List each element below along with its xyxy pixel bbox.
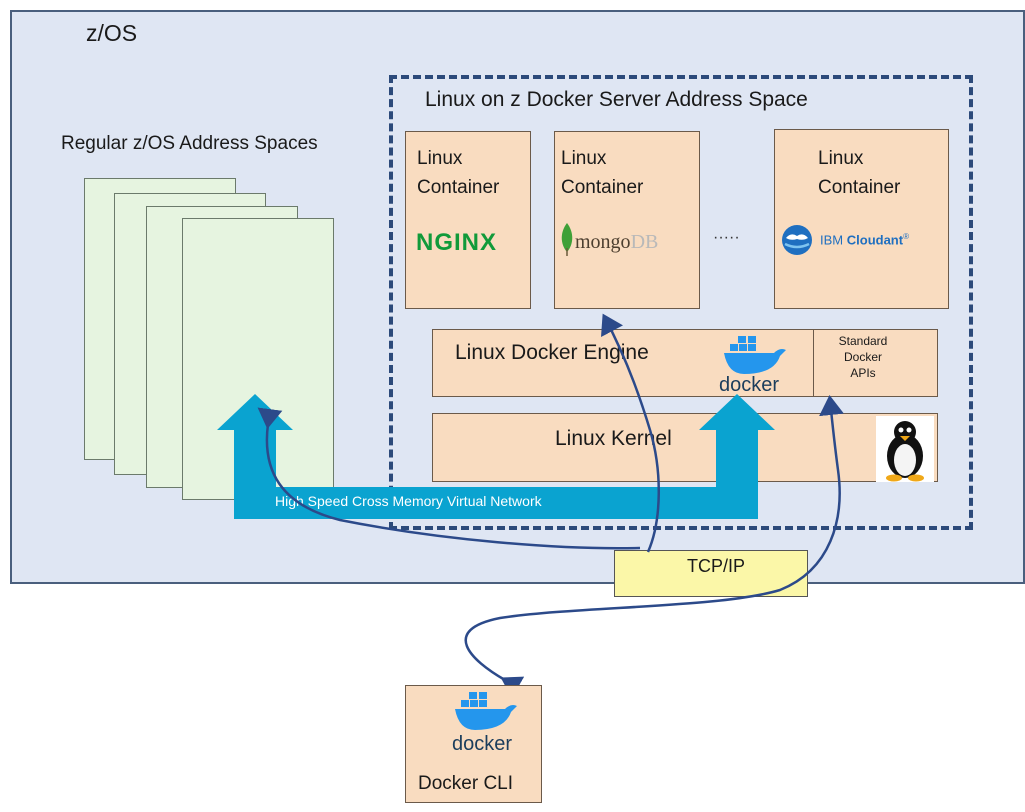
mongodb-logo-suffix: DB: [630, 231, 659, 253]
linux-container-nginx: [405, 131, 531, 309]
linux-docker-engine-label: Linux Docker Engine: [455, 341, 649, 364]
connector-zos-to-tcpip: [257, 407, 641, 550]
cloudant-logo-product: Cloudant: [846, 232, 904, 248]
container-label: Linux Container: [561, 144, 643, 202]
network-label: High Speed Cross Memory Virtual Network: [275, 493, 542, 509]
docker-wordmark: docker: [719, 374, 780, 396]
docker-whale-icon: [724, 336, 786, 374]
container-label-line1: Linux: [818, 148, 864, 169]
apis-line1: Standard: [838, 334, 888, 348]
mongodb-logo-main: mongo: [575, 231, 631, 253]
tux-penguin-icon: [876, 416, 934, 482]
connector-tcpip-to-mongodb: [600, 313, 660, 553]
cloudant-icon: [782, 225, 812, 255]
container-label-line2: Container: [417, 177, 500, 198]
cloudant-logo: IBM Cloudant®: [820, 232, 909, 247]
mongodb-leaf-icon: [561, 223, 573, 256]
apis-line2: Docker: [843, 350, 882, 364]
container-label: Linux Container: [417, 144, 499, 202]
mongodb-logo: mongoDB: [575, 231, 658, 254]
cloudant-logo-brand: IBM: [820, 232, 844, 248]
standard-docker-apis-box: [813, 329, 938, 397]
connector-cli-to-apis: [464, 395, 844, 699]
standard-docker-apis-label: Standard Docker APIs: [813, 333, 913, 381]
zos-title: z/OS: [86, 20, 138, 46]
nginx-logo: NGINX: [416, 229, 498, 256]
container-label-line2: Container: [818, 177, 901, 198]
regular-address-spaces-title: Regular z/OS Address Spaces: [61, 133, 318, 154]
docker-wordmark: docker: [452, 733, 513, 755]
container-label: Linux Container: [818, 144, 900, 202]
container-label-line1: Linux: [561, 148, 607, 169]
docker-server-title: Linux on z Docker Server Address Space: [425, 88, 808, 111]
container-label-line1: Linux: [417, 148, 463, 169]
linux-container-cloudant: [774, 129, 949, 309]
docker-whale-icon: [455, 692, 517, 730]
linux-container-mongodb: [554, 131, 700, 309]
apis-line3: APIs: [850, 366, 876, 380]
docker-cli-label: Docker CLI: [418, 773, 514, 794]
cloudant-logo-mark: ®: [903, 232, 909, 241]
more-containers-ellipsis: ·····: [713, 229, 740, 246]
container-label-line2: Container: [561, 177, 644, 198]
